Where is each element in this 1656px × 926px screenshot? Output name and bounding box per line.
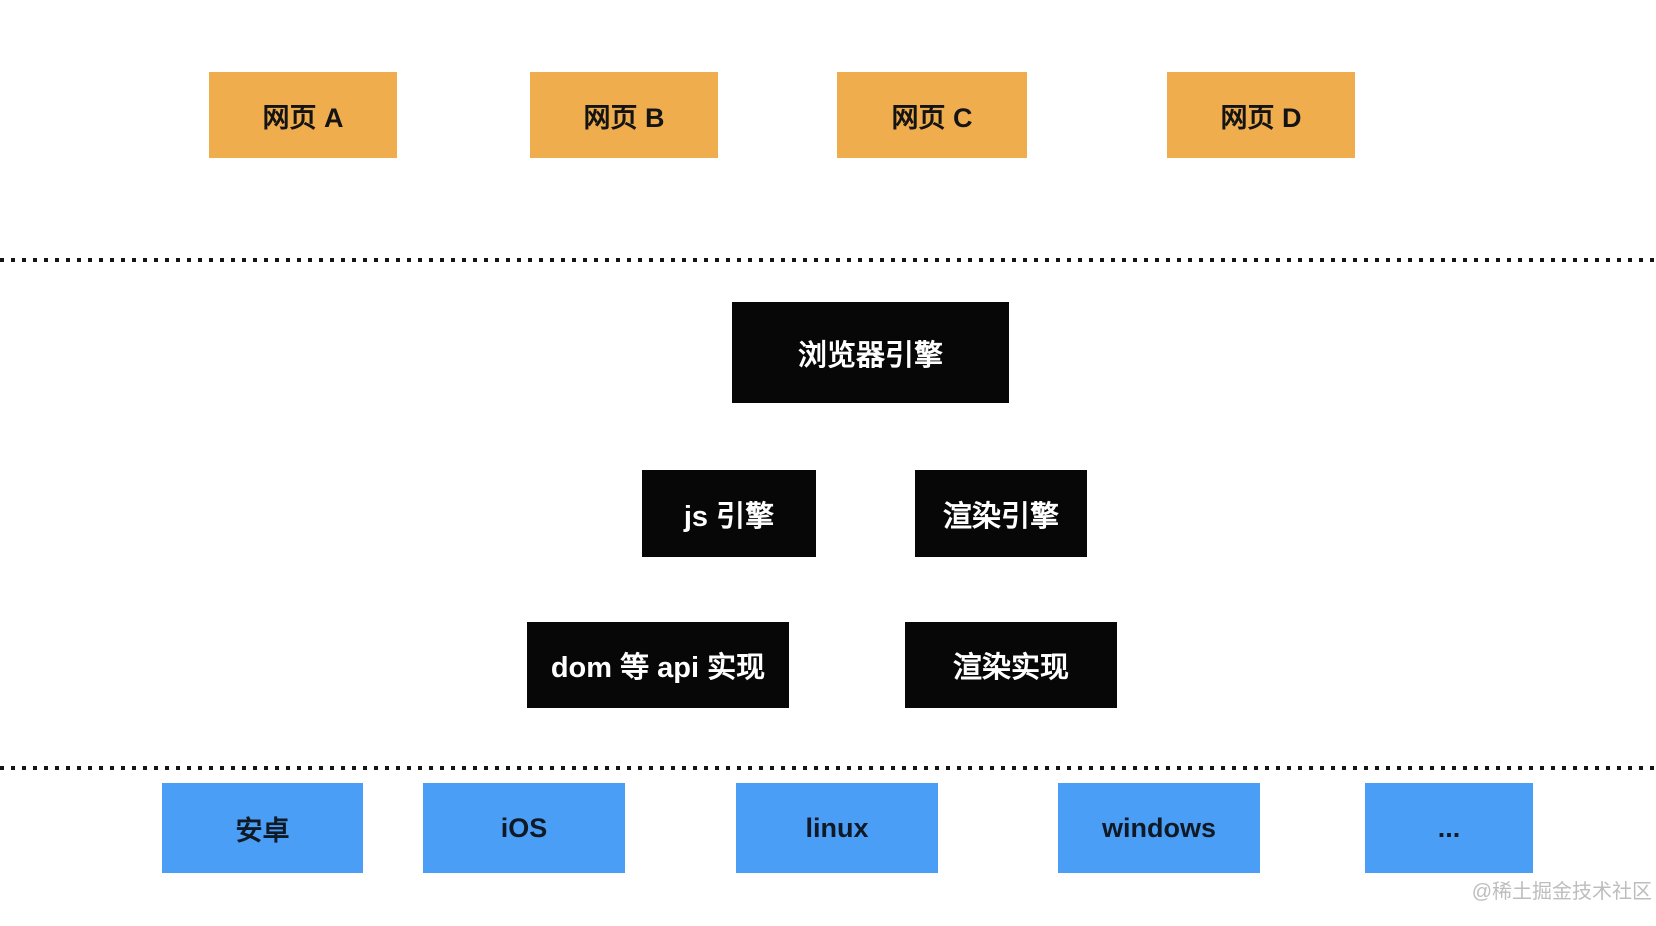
rendering-implementation-node: 渲染实现 [905,622,1117,708]
platform-android-node: 安卓 [162,783,363,873]
platform-windows-node: windows [1058,783,1260,873]
webpage-c-node: 网页 C [837,72,1027,158]
dashed-separator-top [0,258,1656,262]
webpage-a-node: 网页 A [209,72,397,158]
platform-ios-node: iOS [423,783,625,873]
platform-linux-node: linux [736,783,938,873]
browser-engine-node: 浏览器引擎 [732,302,1009,403]
platform-more-node: ... [1365,783,1533,873]
rendering-engine-node: 渲染引擎 [915,470,1087,557]
dashed-separator-bottom [0,766,1656,770]
webpage-d-node: 网页 D [1167,72,1355,158]
dom-api-implementation-node: dom 等 api 实现 [527,622,789,708]
juejin-community-watermark: @稀土掘金技术社区 [1471,881,1652,903]
webpage-b-node: 网页 B [530,72,718,158]
js-engine-node: js 引擎 [642,470,816,557]
